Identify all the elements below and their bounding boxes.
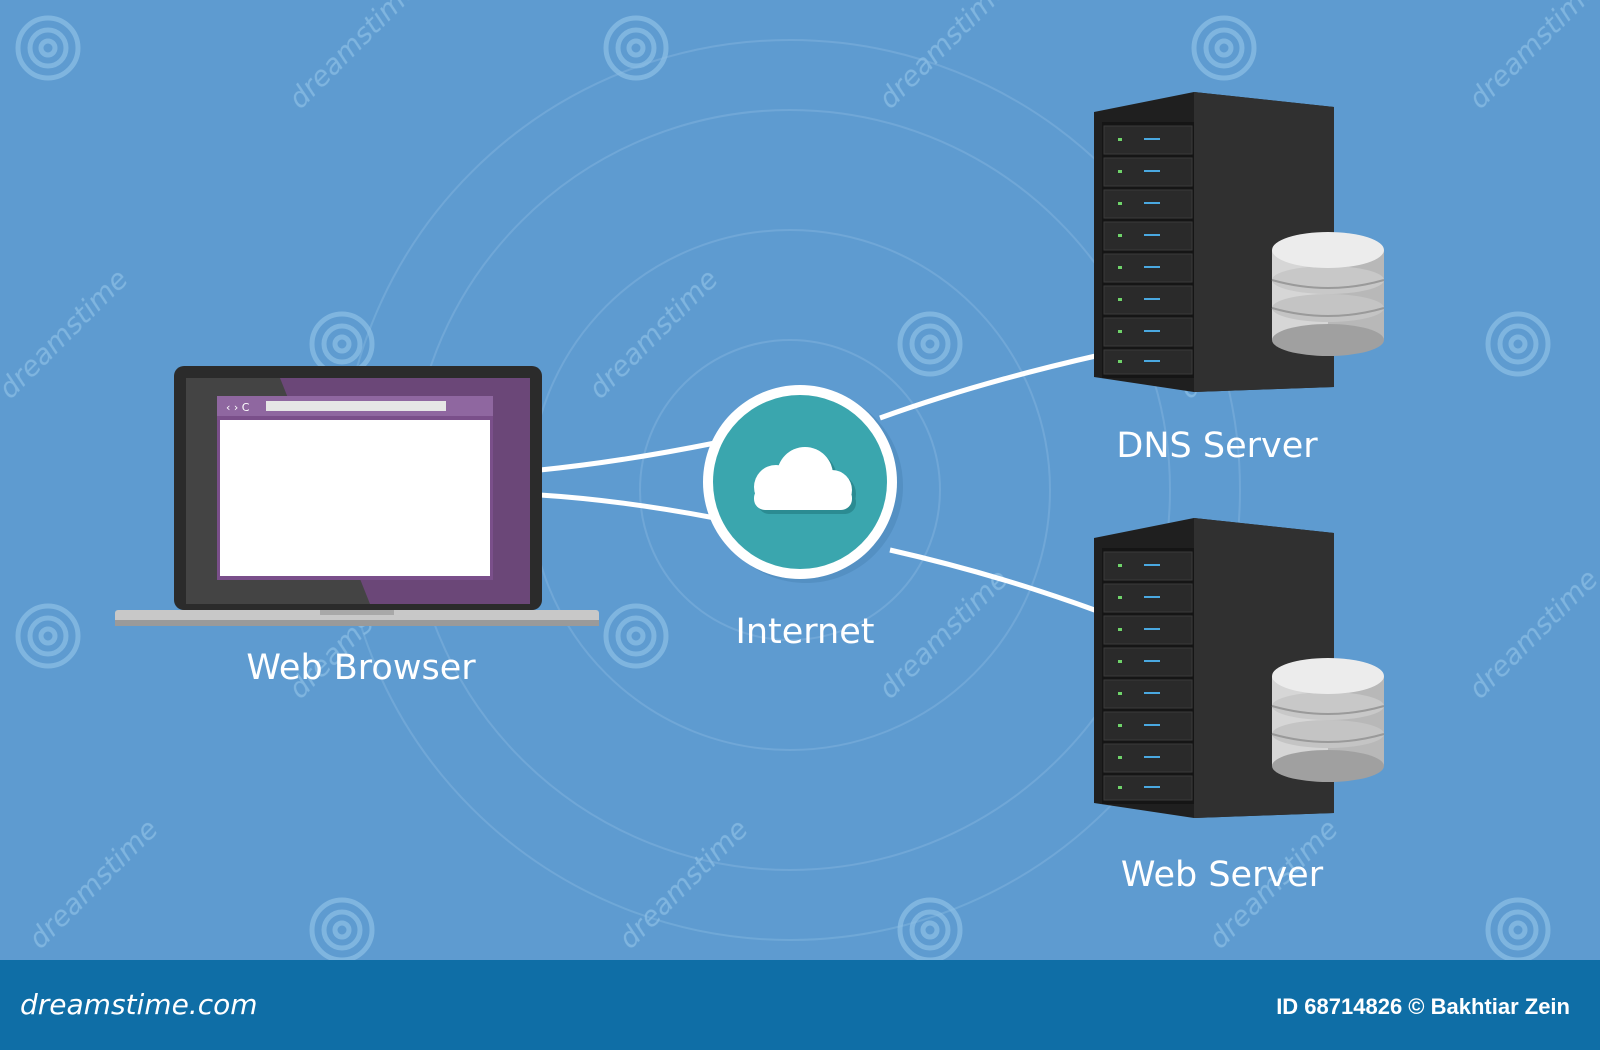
- web-server-label: Web Server: [1120, 855, 1324, 895]
- cloud-icon: [754, 447, 856, 514]
- footer-bar: dreamstime.com ID 68714826 © Bakhtiar Ze…: [0, 960, 1600, 1050]
- browser-address-bar: [266, 401, 446, 411]
- edge-internet-web-server: [889, 547, 1101, 615]
- laptop-hinge: [320, 610, 394, 615]
- connections: [539, 352, 1101, 615]
- browser-nav-glyphs: ‹ › C: [226, 401, 250, 414]
- web-database-icon: [1271, 658, 1385, 782]
- edge-browser-internet-bottom: [539, 492, 716, 521]
- browser-viewport: [220, 420, 490, 576]
- internet-label: Internet: [735, 612, 875, 652]
- internet-node: [703, 385, 903, 583]
- dns-server-label: DNS Server: [1116, 426, 1318, 466]
- footer-credit: ID 68714826 © Bakhtiar Zein: [1276, 994, 1570, 1019]
- edge-internet-dns-server: [879, 352, 1101, 421]
- edge-browser-internet-top: [539, 440, 716, 473]
- dns-database-icon: [1271, 232, 1385, 356]
- footer-brand: dreamstime.com: [20, 988, 258, 1021]
- watermark-spirals: [15, 15, 1551, 963]
- web-browser-label: Web Browser: [246, 648, 476, 688]
- laptop-icon: ‹ › C: [115, 366, 599, 626]
